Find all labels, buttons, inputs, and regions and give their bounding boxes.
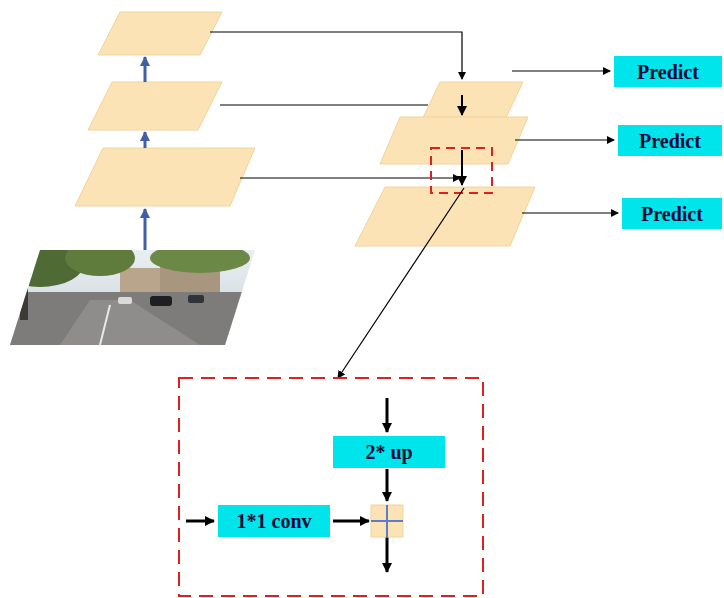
operation-box: 2* up xyxy=(333,436,445,468)
detail-arrow xyxy=(186,398,387,572)
zoom-panel xyxy=(179,378,483,596)
pyramid-map xyxy=(355,82,535,246)
zoom-region xyxy=(431,148,492,193)
box-label: 2* up xyxy=(365,442,412,462)
predict-box: Predict xyxy=(622,198,722,229)
box-label: Predict xyxy=(641,204,703,224)
predict-arrow xyxy=(512,71,618,213)
sum-symbol xyxy=(371,505,403,537)
operation-box: 1*1 conv xyxy=(218,505,330,537)
predict-box: Predict xyxy=(614,56,722,87)
box-label: Predict xyxy=(639,131,701,151)
feature-map xyxy=(75,12,255,206)
zoom-leader xyxy=(338,188,464,378)
lateral-line xyxy=(210,32,462,178)
bottom-up-arrow xyxy=(144,57,147,250)
box-label: 1*1 conv xyxy=(237,511,312,531)
street-photo xyxy=(0,237,260,350)
predict-box: Predict xyxy=(618,125,722,156)
top-down-arrow xyxy=(461,95,463,185)
box-label: Predict xyxy=(637,62,699,82)
